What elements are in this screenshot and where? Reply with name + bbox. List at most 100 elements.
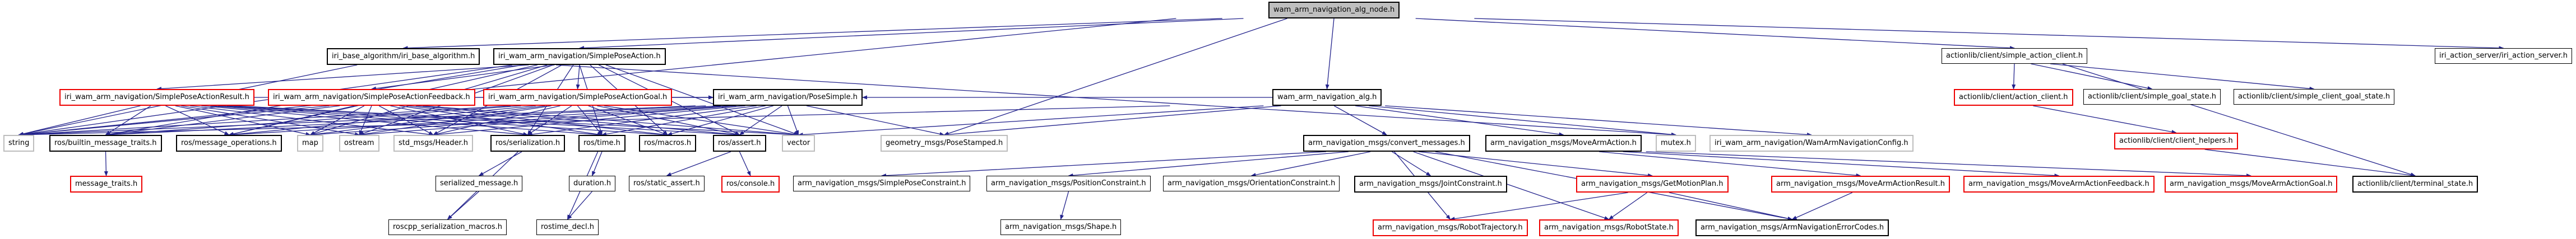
edge-spaf-ostream: [359, 105, 372, 135]
edge-root-ias: [1474, 18, 2504, 50]
graph-node-oc[interactable]: arm_navigation_msgs/OrientationConstrain…: [1163, 176, 1340, 191]
graph-node-rt[interactable]: arm_navigation_msgs/RobotTrajectory.h: [1373, 219, 1528, 236]
graph-node-maaf[interactable]: arm_navigation_msgs/MoveArmActionFeedbac…: [1963, 176, 2155, 193]
graph-node-spar[interactable]: iri_wam_arm_navigation/SimplePoseActionR…: [59, 89, 254, 106]
graph-node-vector[interactable]: vector: [782, 135, 816, 152]
graph-node-psimple[interactable]: iri_wam_arm_navigation/PoseSimple.h: [713, 89, 863, 106]
graph-node-sgs[interactable]: actionlib/client/simple_goal_state.h: [2083, 89, 2221, 105]
edge-maa-maar: [1599, 151, 1861, 177]
edge-alg-str: [18, 105, 1170, 137]
graph-node-rs[interactable]: arm_navigation_msgs/RobotState.h: [1539, 219, 1679, 236]
edge-psimple-macros: [667, 105, 773, 136]
edge-root-str: [18, 18, 1176, 137]
graph-node-scgs[interactable]: actionlib/client/simple_client_goal_stat…: [2234, 89, 2395, 105]
edge-root-spa: [579, 18, 1244, 50]
graph-node-maa[interactable]: arm_navigation_msgs/MoveArmAction.h: [1485, 135, 1642, 152]
edge-conv-oc: [1250, 151, 1371, 177]
edge-spag-vector: [604, 105, 799, 137]
edge-spar-ostream: [181, 105, 360, 137]
edge-ac-ch: [2033, 105, 2177, 134]
graph-node-sac[interactable]: actionlib/client/simple_action_client.h: [1942, 48, 2087, 64]
edge-assert-console: [739, 151, 751, 176]
edge-spar-str: [18, 105, 141, 136]
graph-node-posc[interactable]: arm_navigation_msgs/PositionConstraint.h: [986, 176, 1151, 191]
graph-node-sassert[interactable]: ros/static_assert.h: [629, 176, 705, 191]
edge-spag-assert: [597, 105, 740, 136]
graph-node-str[interactable]: string: [3, 135, 35, 152]
edge-spaf-header: [378, 105, 434, 135]
edge-spaf-assert: [415, 105, 740, 137]
graph-node-jc[interactable]: arm_navigation_msgs/JointConstraint.h: [1354, 176, 1507, 193]
edge-psimple-vector: [787, 105, 799, 135]
edge-psimple-ostream: [359, 105, 736, 137]
graph-node-maar[interactable]: arm_navigation_msgs/MoveArmActionResult.…: [1771, 176, 1950, 193]
edge-alg-maa: [1355, 105, 1564, 137]
edge-spar-bmt: [105, 105, 151, 135]
graph-node-wamcfg[interactable]: iri_wam_arm_navigation/WamArmNavigationC…: [1709, 135, 1914, 152]
edge-spag-str: [18, 105, 511, 137]
edge-sac-scgs: [2050, 63, 2315, 91]
graph-node-mtraits[interactable]: message_traits.h: [70, 176, 143, 193]
edge-gmp-rs: [1608, 192, 1648, 220]
edge-psimple-bmt: [105, 105, 706, 137]
edge-spag-time: [577, 105, 603, 135]
edge-spaf-ser: [390, 105, 529, 136]
graph-node-ts[interactable]: actionlib/client/terminal_state.h: [2352, 176, 2478, 193]
graph-node-dur[interactable]: duration.h: [569, 176, 616, 191]
graph-node-map[interactable]: map: [297, 135, 323, 152]
graph-node-mops[interactable]: ros/message_operations.h: [176, 135, 282, 152]
edge-spar-vector: [234, 105, 799, 137]
graph-node-maag[interactable]: arm_navigation_msgs/MoveArmActionGoal.h: [2165, 176, 2338, 193]
edge-alg-conv: [1333, 105, 1387, 135]
edge-alg-wamcfg: [1385, 105, 1812, 137]
edge-spag-mops: [228, 105, 536, 137]
edge-spaf-str: [18, 105, 330, 137]
graph-node-ostream[interactable]: ostream: [339, 135, 379, 152]
edge-psimple-header: [433, 105, 745, 137]
graph-node-rtd[interactable]: rostime_decl.h: [536, 219, 599, 235]
edge-maa-maaf: [1623, 151, 2060, 178]
graph-node-spc[interactable]: arm_navigation_msgs/SimplePoseConstraint…: [793, 176, 971, 191]
edge-smsg-rsm: [447, 191, 479, 220]
edge-spar-map: [175, 105, 311, 136]
graph-node-smsg[interactable]: serialized_message.h: [435, 176, 523, 191]
graph-node-iri_base[interactable]: iri_base_algorithm/iri_base_algorithm.h: [327, 48, 480, 65]
edge-psimple-ser: [527, 105, 757, 137]
edge-root-alg: [1325, 18, 1335, 90]
graph-node-spa[interactable]: iri_wam_arm_navigation/SimplePoseAction.…: [493, 48, 666, 65]
graph-node-ac[interactable]: actionlib/client/action_client.h: [1954, 89, 2073, 106]
edge-spag-macros: [588, 105, 668, 135]
graph-node-conv[interactable]: arm_navigation_msgs/convert_messages.h: [1303, 135, 1470, 152]
graph-node-ch[interactable]: actionlib/client/client_helpers.h: [2114, 133, 2238, 149]
edge-conv-spc: [881, 151, 1326, 178]
graph-node-console[interactable]: ros/console.h: [721, 176, 780, 193]
edge-spa-spar: [156, 64, 529, 91]
graph-node-shape[interactable]: arm_navigation_msgs/Shape.h: [1000, 219, 1122, 235]
edge-spag-map: [309, 105, 546, 137]
edge-spaf-bmt: [105, 105, 340, 137]
edge-sac-ts: [2062, 63, 2416, 176]
graph-node-alg[interactable]: wam_arm_navigation_alg.h: [1272, 89, 1382, 106]
graph-node-rsm[interactable]: roscpp_serialization_macros.h: [388, 219, 507, 235]
edge-spag-bmt: [105, 105, 521, 137]
edge-spag-header: [433, 105, 560, 136]
graph-node-bmt[interactable]: ros/builtin_message_traits.h: [49, 135, 162, 152]
edge-alg-mutex: [1369, 105, 1676, 137]
graph-node-spag[interactable]: iri_wam_arm_navigation/SimplePoseActionG…: [483, 89, 673, 106]
graph-node-spaf[interactable]: iri_wam_arm_navigation/SimplePoseActionF…: [268, 89, 475, 106]
graph-node-root[interactable]: wam_arm_navigation_alg_node.h: [1268, 2, 1400, 18]
graph-node-ec[interactable]: arm_navigation_msgs/ArmNavigationErrorCo…: [1695, 219, 1889, 236]
graph-node-mutex[interactable]: mutex.h: [1656, 135, 1696, 152]
graph-node-time[interactable]: ros/time.h: [578, 135, 626, 152]
graph-node-ser[interactable]: ros/serialization.h: [490, 135, 566, 152]
edge-spar-macros: [218, 105, 668, 137]
graph-node-header[interactable]: std_msgs/Header.h: [393, 135, 473, 152]
graph-node-gmp[interactable]: arm_navigation_msgs/GetMotionPlan.h: [1576, 176, 1729, 193]
edge-psimple-time: [601, 105, 766, 137]
graph-node-assert[interactable]: ros/assert.h: [713, 135, 766, 152]
graph-node-macros[interactable]: ros/macros.h: [639, 135, 697, 152]
graph-node-ias[interactable]: iri_action_server/iri_action_server.h: [2435, 48, 2573, 64]
graph-node-pstamped[interactable]: geometry_msgs/PoseStamped.h: [881, 135, 1008, 152]
edge-spar-time: [210, 105, 603, 137]
